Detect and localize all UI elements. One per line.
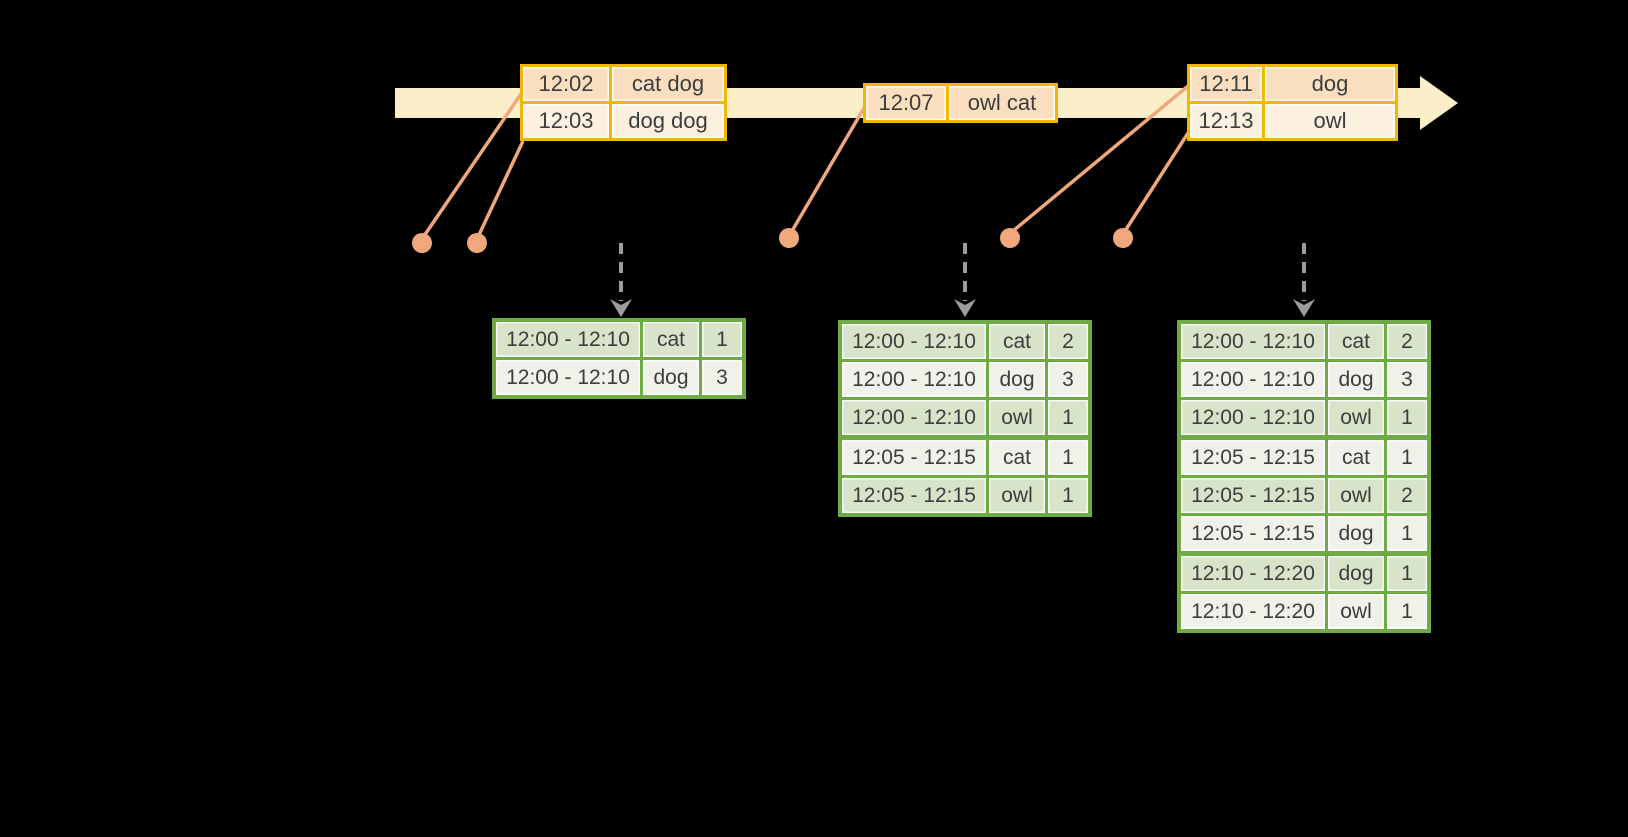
result-row: 12:00 - 12:10 cat 2 xyxy=(1181,324,1427,359)
down-arrowhead-icon xyxy=(954,299,976,317)
input-events-table-1: 12:02 cat dog 12:03 dog dog xyxy=(520,64,727,141)
count-cell: 3 xyxy=(1387,362,1427,397)
word-cell: dog xyxy=(989,362,1045,397)
count-cell: 1 xyxy=(1048,478,1088,513)
event-time-cell: 12:11 xyxy=(1190,67,1262,101)
word-cell: owl xyxy=(989,478,1045,513)
event-time-cell: 12:03 xyxy=(523,104,609,138)
count-cell: 1 xyxy=(702,322,742,357)
event-dot-icon xyxy=(779,228,799,248)
result-row: 12:00 - 12:10 dog 3 xyxy=(496,360,742,395)
result-row: 12:00 - 12:10 owl 1 xyxy=(1181,400,1427,435)
event-dots xyxy=(412,228,1133,253)
word-cell: cat xyxy=(989,440,1045,475)
count-cell: 3 xyxy=(702,360,742,395)
count-cell: 3 xyxy=(1048,362,1088,397)
event-row: 12:13 owl xyxy=(1190,104,1395,138)
count-cell: 2 xyxy=(1387,478,1427,513)
word-cell: cat xyxy=(989,324,1045,359)
event-dot-icon xyxy=(467,233,487,253)
event-dot-icon xyxy=(1000,228,1020,248)
result-counts-table-2: 12:00 - 12:10 cat 2 12:00 - 12:10 dog 3 … xyxy=(838,320,1092,517)
event-words-cell: cat dog xyxy=(612,67,724,101)
event-connectors xyxy=(422,84,1192,238)
result-counts-table-1: 12:00 - 12:10 cat 1 12:00 - 12:10 dog 3 xyxy=(492,318,746,399)
word-cell: owl xyxy=(989,400,1045,435)
window-cell: 12:05 - 12:15 xyxy=(1181,478,1325,513)
count-cell: 1 xyxy=(1387,400,1427,435)
event-connector-line xyxy=(790,107,866,232)
event-connector-line xyxy=(1123,129,1192,232)
window-cell: 12:05 - 12:15 xyxy=(842,478,986,513)
trigger-arrowheads xyxy=(610,299,1315,317)
count-cell: 2 xyxy=(1048,324,1088,359)
count-cell: 2 xyxy=(1387,324,1427,359)
event-time-cell: 12:13 xyxy=(1190,104,1262,138)
word-cell: dog xyxy=(1328,516,1384,551)
word-cell: dog xyxy=(1328,362,1384,397)
result-row: 12:10 - 12:20 owl 1 xyxy=(1181,594,1427,629)
result-row: 12:00 - 12:10 dog 3 xyxy=(842,362,1088,397)
event-row: 12:02 cat dog xyxy=(523,67,724,101)
result-row: 12:00 - 12:10 cat 1 xyxy=(496,322,742,357)
event-connector-line xyxy=(422,93,523,237)
window-cell: 12:00 - 12:10 xyxy=(842,362,986,397)
count-cell: 1 xyxy=(1387,516,1427,551)
word-cell: cat xyxy=(1328,324,1384,359)
event-words-cell: dog xyxy=(1265,67,1395,101)
count-cell: 1 xyxy=(1048,400,1088,435)
window-cell: 12:05 - 12:15 xyxy=(842,440,986,475)
window-cell: 12:00 - 12:10 xyxy=(1181,324,1325,359)
window-cell: 12:10 - 12:20 xyxy=(1181,556,1325,591)
count-cell: 1 xyxy=(1387,440,1427,475)
word-cell: dog xyxy=(1328,556,1384,591)
word-cell: dog xyxy=(643,360,699,395)
count-cell: 1 xyxy=(1387,594,1427,629)
event-words-cell: owl cat xyxy=(949,86,1055,120)
trigger-arrows xyxy=(619,243,1306,301)
event-time-cell: 12:02 xyxy=(523,67,609,101)
window-cell: 12:10 - 12:20 xyxy=(1181,594,1325,629)
word-cell: cat xyxy=(643,322,699,357)
timeline-arrow-icon xyxy=(1420,76,1458,130)
input-events-table-2: 12:07 owl cat xyxy=(863,83,1058,123)
word-cell: owl xyxy=(1328,400,1384,435)
event-words-cell: owl xyxy=(1265,104,1395,138)
down-arrowhead-icon xyxy=(1293,299,1315,317)
word-cell: owl xyxy=(1328,594,1384,629)
result-counts-table-3: 12:00 - 12:10 cat 2 12:00 - 12:10 dog 3 … xyxy=(1177,320,1431,633)
event-words-cell: dog dog xyxy=(612,104,724,138)
count-cell: 1 xyxy=(1048,440,1088,475)
result-row: 12:00 - 12:10 cat 2 xyxy=(842,324,1088,359)
window-cell: 12:00 - 12:10 xyxy=(842,324,986,359)
word-cell: owl xyxy=(1328,478,1384,513)
down-arrowhead-icon xyxy=(610,299,632,317)
event-connector-line xyxy=(1011,84,1190,233)
event-dot-icon xyxy=(412,233,432,253)
result-row: 12:05 - 12:15 cat 1 xyxy=(842,440,1088,475)
result-row: 12:00 - 12:10 dog 3 xyxy=(1181,362,1427,397)
window-cell: 12:00 - 12:10 xyxy=(842,400,986,435)
event-dot-icon xyxy=(1113,228,1133,248)
window-cell: 12:00 - 12:10 xyxy=(1181,400,1325,435)
result-row: 12:00 - 12:10 owl 1 xyxy=(842,400,1088,435)
count-cell: 1 xyxy=(1387,556,1427,591)
event-row: 12:11 dog xyxy=(1190,67,1395,101)
window-cell: 12:05 - 12:15 xyxy=(1181,516,1325,551)
event-time-cell: 12:07 xyxy=(866,86,946,120)
event-row: 12:03 dog dog xyxy=(523,104,724,138)
result-row: 12:05 - 12:15 cat 1 xyxy=(1181,440,1427,475)
window-cell: 12:00 - 12:10 xyxy=(496,360,640,395)
window-cell: 12:00 - 12:10 xyxy=(496,322,640,357)
window-cell: 12:00 - 12:10 xyxy=(1181,362,1325,397)
result-row: 12:10 - 12:20 dog 1 xyxy=(1181,556,1427,591)
result-row: 12:05 - 12:15 owl 1 xyxy=(842,478,1088,513)
event-row: 12:07 owl cat xyxy=(866,86,1055,120)
event-connector-line xyxy=(476,140,525,238)
word-cell: cat xyxy=(1328,440,1384,475)
result-row: 12:05 - 12:15 dog 1 xyxy=(1181,516,1427,551)
result-row: 12:05 - 12:15 owl 2 xyxy=(1181,478,1427,513)
input-events-table-3: 12:11 dog 12:13 owl xyxy=(1187,64,1398,141)
window-cell: 12:05 - 12:15 xyxy=(1181,440,1325,475)
